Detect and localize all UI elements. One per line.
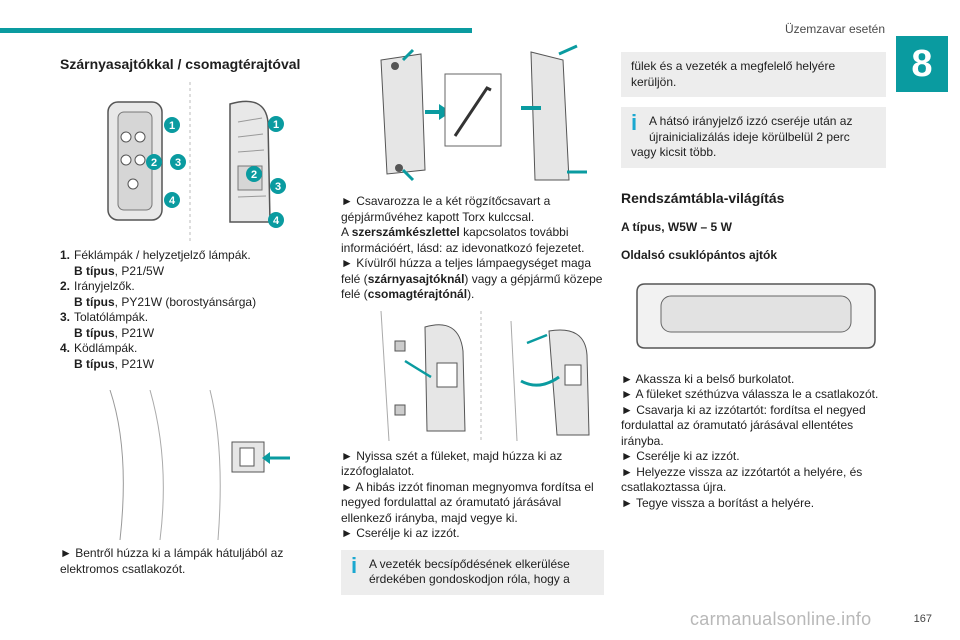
list-item: 2. Irányjelzők. B típus, PY21W (borostyá… — [60, 279, 257, 309]
section-title: Szárnyasajtókkal / csomagtérajtóval — [60, 56, 301, 72]
step-item: ► Csavarja ki az izzótartót: fordítsa el… — [621, 402, 866, 448]
torx-figure — [341, 40, 604, 188]
step-item: ► Cserélje ki az izzót. — [621, 449, 740, 463]
chapter-badge: 8 — [896, 36, 948, 92]
info-box-continued: fülek és a vezeték a megfelelő helyére k… — [621, 52, 886, 97]
page-number: 167 — [913, 613, 932, 625]
callout-4-right: 4 — [273, 215, 280, 227]
column-3: fülek és a vezeték a megfelelő helyére k… — [621, 40, 886, 511]
para-open-tabs: ► Nyissa szét a füleket, majd húzza ki a… — [341, 448, 563, 479]
subheading-doors: Oldalsó csuklópántos ajtók — [621, 247, 778, 262]
rear-lamps-figure: 1 2 3 4 1 2 3 4 — [90, 82, 320, 242]
step-item: ► A füleket széthúzva válassza le a csat… — [621, 387, 879, 401]
info-box: i A vezeték becsípődésének elkerülése ér… — [341, 549, 604, 595]
step-item: ► Helyezze vissza az izzótartót a helyér… — [621, 464, 863, 495]
column-2: ► Csavarozza le a két rögzítőcsavart a g… — [341, 40, 604, 595]
step-disconnect: ► Bentről húzza ki a lámpák hátuljából a… — [60, 546, 284, 576]
bulb-list: 1. Féklámpák / helyzetjelző lámpák. B tí… — [60, 248, 320, 372]
step-item: ► Tegye vissza a borítást a helyére. — [621, 495, 815, 510]
list-item: 4. Ködlámpák. B típus, P21W — [60, 341, 155, 371]
list-item: 1. Féklámpák / helyzetjelző lámpák. B tí… — [60, 248, 251, 278]
bulb-holder-figure — [361, 310, 604, 441]
callout-4: 4 — [169, 195, 176, 207]
callout-3-right: 3 — [275, 181, 281, 193]
connector-figure — [90, 390, 320, 540]
subheading-type: A típus, W5W – 5 W — [621, 219, 732, 234]
header-section-title: Üzemzavar esetén — [784, 22, 885, 36]
callout-2-right: 2 — [251, 169, 257, 181]
step-item: ► Akassza ki a belső burkolatot. — [621, 371, 795, 386]
callout-1: 1 — [169, 120, 175, 132]
column-1: Szárnyasajtókkal / csomagtérajtóval 1 2 — [60, 40, 320, 577]
info-icon: i — [631, 110, 638, 135]
plate-lamp-figure — [631, 276, 886, 356]
section-heading: Rendszámtábla-világítás — [621, 189, 785, 206]
info-box: i A hátsó irányjelző izzó cseréje után a… — [621, 107, 886, 168]
callout-1-right: 1 — [273, 119, 279, 131]
para-unscrew: ► Csavarozza le a két rögzítőcsavart a g… — [341, 194, 585, 255]
para-replace-bulb: ► Cserélje ki az izzót. — [341, 526, 460, 540]
list-item: 3. Tolatólámpák. B típus, P21W — [60, 310, 155, 340]
callout-3: 3 — [175, 157, 181, 169]
info-icon: i — [351, 552, 358, 578]
para-pull-out: ► Kívülről húzza a teljes lámpaegységet … — [341, 256, 603, 301]
plate-steps: ► Akassza ki a belső burkolatot. ► A fül… — [621, 372, 886, 512]
top-accent-bar — [0, 28, 472, 33]
callout-2: 2 — [151, 157, 157, 169]
watermark: carmanualsonline.info — [690, 609, 872, 629]
para-rotate-bulb: ► A hibás izzót finoman megnyomva fordít… — [341, 479, 594, 525]
